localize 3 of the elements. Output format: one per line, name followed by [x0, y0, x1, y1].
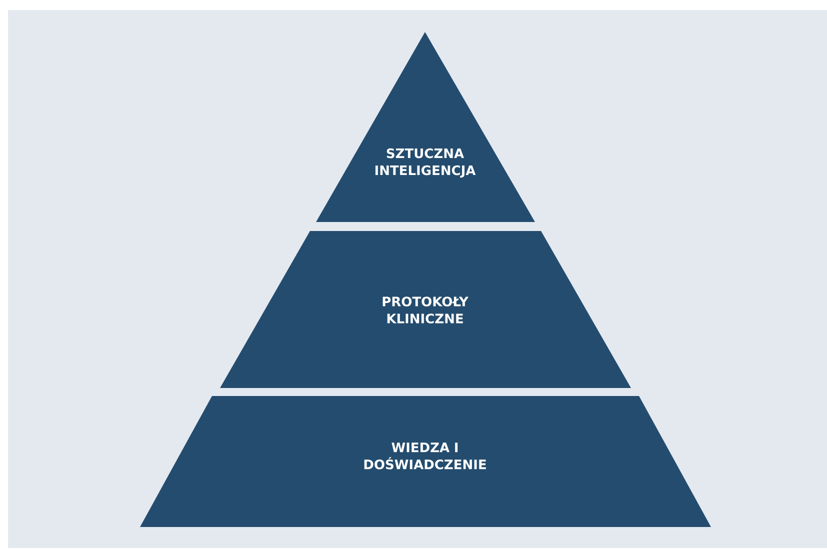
- pyramid-level: WIEDZA I DOŚWIADCZENIE: [140, 396, 711, 527]
- pyramid-level: SZTUCZNA INTELIGENCJA: [316, 32, 535, 222]
- pyramid-level: PROTOKOŁY KLINICZNE: [220, 231, 631, 388]
